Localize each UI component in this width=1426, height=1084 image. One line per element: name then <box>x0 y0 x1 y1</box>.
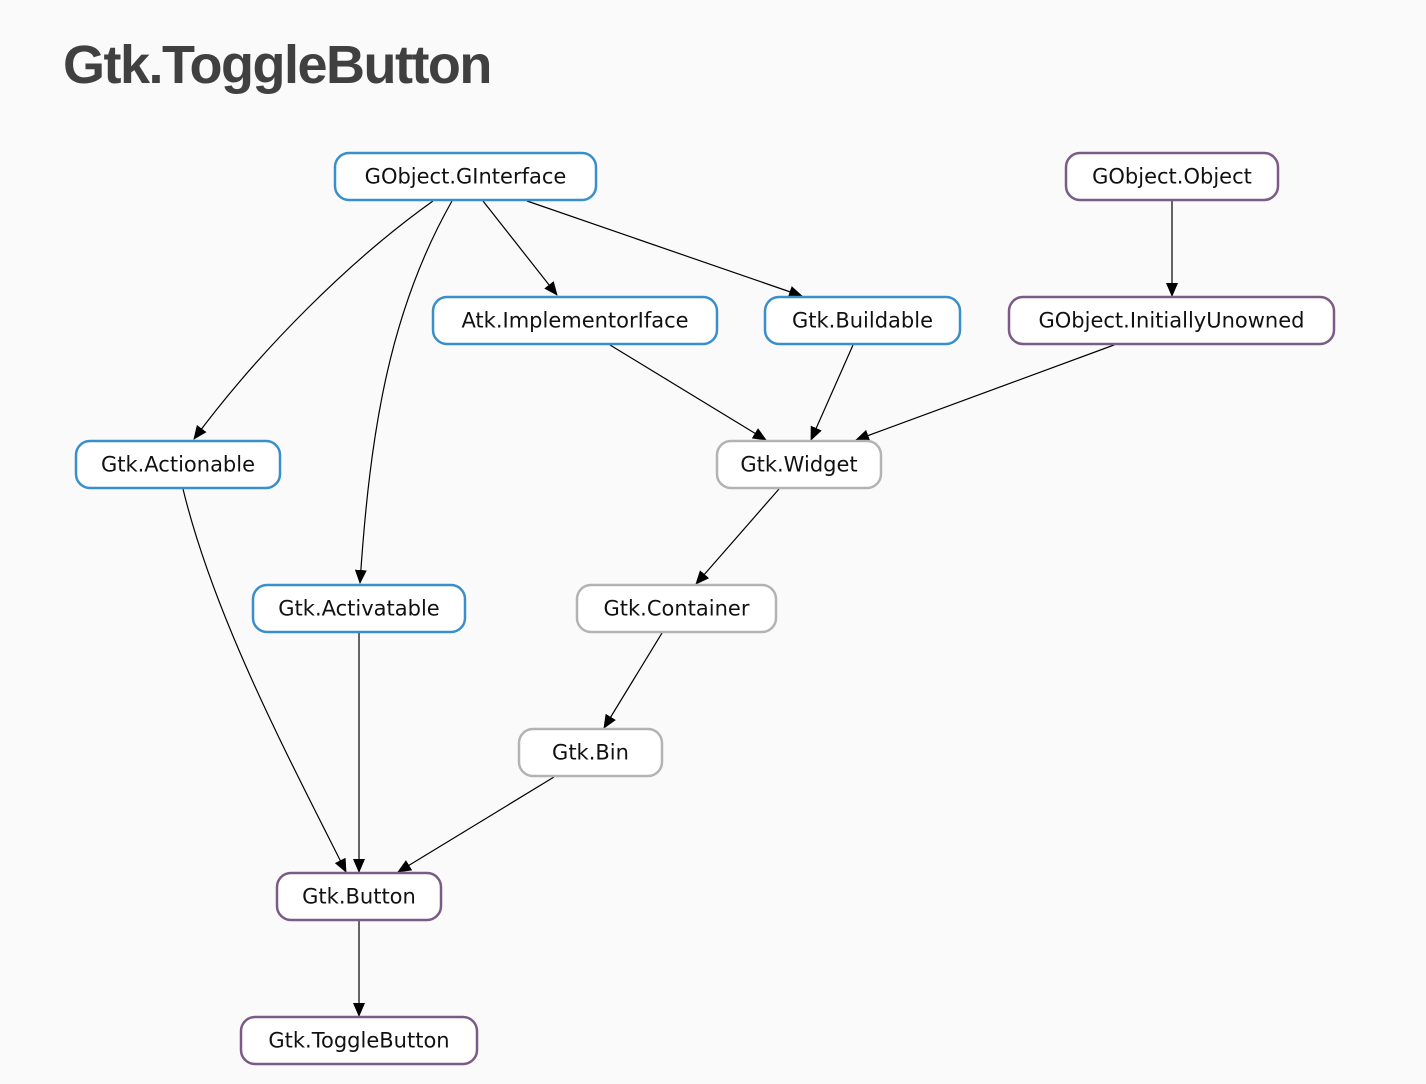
node-label: Gtk.Actionable <box>101 453 255 477</box>
edge-gobject-initiallyunowned-to-gtk-widget <box>855 344 1115 442</box>
edge-line <box>482 200 558 296</box>
node-gtk-bin[interactable]: Gtk.Bin <box>517 727 664 778</box>
node-label: Gtk.Widget <box>740 453 857 477</box>
edge-gtk-bin-to-gtk-button <box>397 776 555 873</box>
edge-line <box>609 344 767 441</box>
edge-line <box>695 488 780 585</box>
node-box <box>431 295 719 346</box>
node-box <box>74 439 282 490</box>
node-box <box>333 151 598 202</box>
node-box <box>715 439 883 490</box>
node-box <box>1007 295 1336 346</box>
node-gobject-ginterface[interactable]: GObject.GInterface <box>333 151 598 202</box>
node-box <box>763 295 962 346</box>
edge-atk-implementoriface-to-gtk-widget <box>609 344 767 441</box>
node-label: Gtk.Bin <box>552 741 629 765</box>
edge-gobject-ginterface-to-gtk-buildable <box>526 200 803 298</box>
edge-gtk-actionable-to-gtk-button <box>182 488 347 873</box>
node-gtk-buildable[interactable]: Gtk.Buildable <box>763 295 962 346</box>
edge-line <box>603 632 663 729</box>
node-gtk-container[interactable]: Gtk.Container <box>575 583 778 634</box>
node-box <box>251 583 467 634</box>
edge-gtk-widget-to-gtk-container <box>695 488 780 585</box>
edge-gtk-container-to-gtk-bin <box>603 632 663 729</box>
node-label: GObject.Object <box>1092 165 1252 189</box>
edge-line <box>397 776 555 873</box>
nodes-layer: GObject.GInterface GObject.ObjectAtk.Impl… <box>74 151 1336 1066</box>
node-box <box>517 727 664 778</box>
node-gtk-activatable[interactable]: Gtk.Activatable <box>251 583 467 634</box>
edge-line <box>810 344 854 441</box>
edge-gtk-buildable-to-gtk-widget <box>810 344 854 441</box>
node-gtk-actionable[interactable]: Gtk.Actionable <box>74 439 282 490</box>
node-label: Gtk.Container <box>604 597 750 621</box>
node-box <box>1064 151 1280 202</box>
node-label: Atk.ImplementorIface <box>461 309 688 333</box>
edge-line <box>193 200 434 440</box>
node-label: Gtk.ToggleButton <box>268 1029 449 1053</box>
node-label: Gtk.Button <box>302 885 416 909</box>
node-gtk-widget[interactable]: Gtk.Widget <box>715 439 883 490</box>
node-gobject-object[interactable]: GObject.Object <box>1064 151 1280 202</box>
edge-line <box>182 488 347 873</box>
node-box <box>239 1015 479 1066</box>
edge-line <box>855 344 1115 442</box>
edge-gobject-ginterface-to-gtk-activatable <box>354 200 453 584</box>
node-label: Gtk.Buildable <box>792 309 933 333</box>
node-label: GObject.GInterface <box>365 165 567 189</box>
page-title: Gtk.ToggleButton <box>63 35 492 95</box>
node-box <box>575 583 778 634</box>
edge-gobject-ginterface-to-gtk-actionable <box>193 200 434 440</box>
edge-gobject-ginterface-to-atk-implementoriface <box>482 200 558 296</box>
node-atk-implementoriface[interactable]: Atk.ImplementorIface <box>431 295 719 346</box>
edges-layer <box>182 200 1178 1017</box>
node-gtk-togglebutton[interactable]: Gtk.ToggleButton <box>239 1015 479 1066</box>
node-gtk-button[interactable]: Gtk.Button <box>275 871 443 922</box>
edge-line <box>354 200 453 584</box>
edge-line <box>526 200 803 298</box>
node-box <box>275 871 443 922</box>
node-label: GObject.InitiallyUnowned <box>1039 309 1305 333</box>
node-label: Gtk.Activatable <box>278 597 439 621</box>
node-gobject-initiallyunowned[interactable]: GObject.InitiallyUnowned <box>1007 295 1336 346</box>
